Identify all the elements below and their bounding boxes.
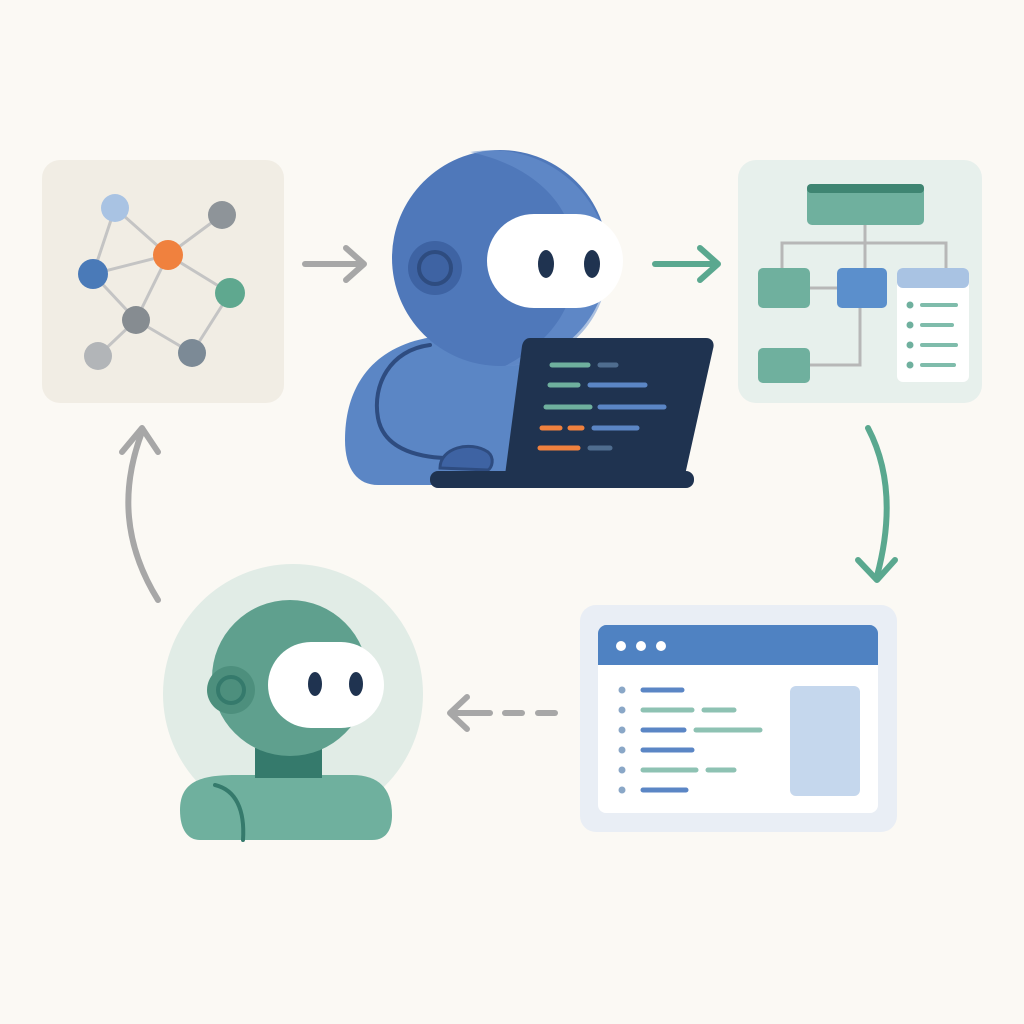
window-dot: [616, 641, 626, 651]
reviewer-ear: [207, 666, 255, 714]
robot-avatar-icon: [163, 564, 423, 842]
flowchart-icon: [758, 184, 969, 383]
agent-visor: [487, 214, 623, 308]
robot-laptop-icon: [345, 150, 714, 488]
graph-node: [84, 342, 112, 370]
reviewer-eye-right: [349, 672, 363, 696]
window-dot: [636, 641, 646, 651]
browser-window-icon: [598, 625, 878, 813]
flowchart-card: [738, 160, 982, 403]
window-dot: [656, 641, 666, 651]
reviewer-visor: [268, 642, 384, 728]
graph-node-highlight: [153, 240, 183, 270]
graph-node: [101, 194, 129, 222]
knowledge-graph-card: [42, 160, 284, 403]
flow-node-root: [807, 184, 924, 225]
browser-content-lines: [640, 687, 763, 793]
laptop-code-lines: [537, 362, 667, 451]
graph-node: [208, 201, 236, 229]
flow-node: [758, 348, 810, 383]
agent-eye-right: [584, 250, 600, 278]
arrow-reviewer-to-graph: [119, 425, 161, 603]
reviewer-eye-left: [308, 672, 322, 696]
browser-title-bar: [598, 625, 878, 665]
arrow-browser-to-reviewer: [447, 694, 558, 732]
browser-side-panel: [790, 686, 860, 796]
agent-ear: [408, 241, 462, 295]
graph-card-background: [42, 160, 284, 403]
arrow-graph-to-agent: [302, 245, 367, 283]
arrow-agent-to-flowchart: [652, 245, 721, 283]
flow-node-active: [837, 268, 887, 308]
graph-node: [215, 278, 245, 308]
agent-eye-left: [538, 250, 554, 278]
browser-card: [580, 605, 897, 832]
flow-node: [758, 268, 810, 308]
graph-node: [178, 339, 206, 367]
reviewer-body: [180, 775, 392, 840]
laptop-base: [430, 471, 694, 488]
graph-node: [122, 306, 150, 334]
arrow-flowchart-to-browser: [855, 425, 898, 583]
graph-node: [78, 259, 108, 289]
